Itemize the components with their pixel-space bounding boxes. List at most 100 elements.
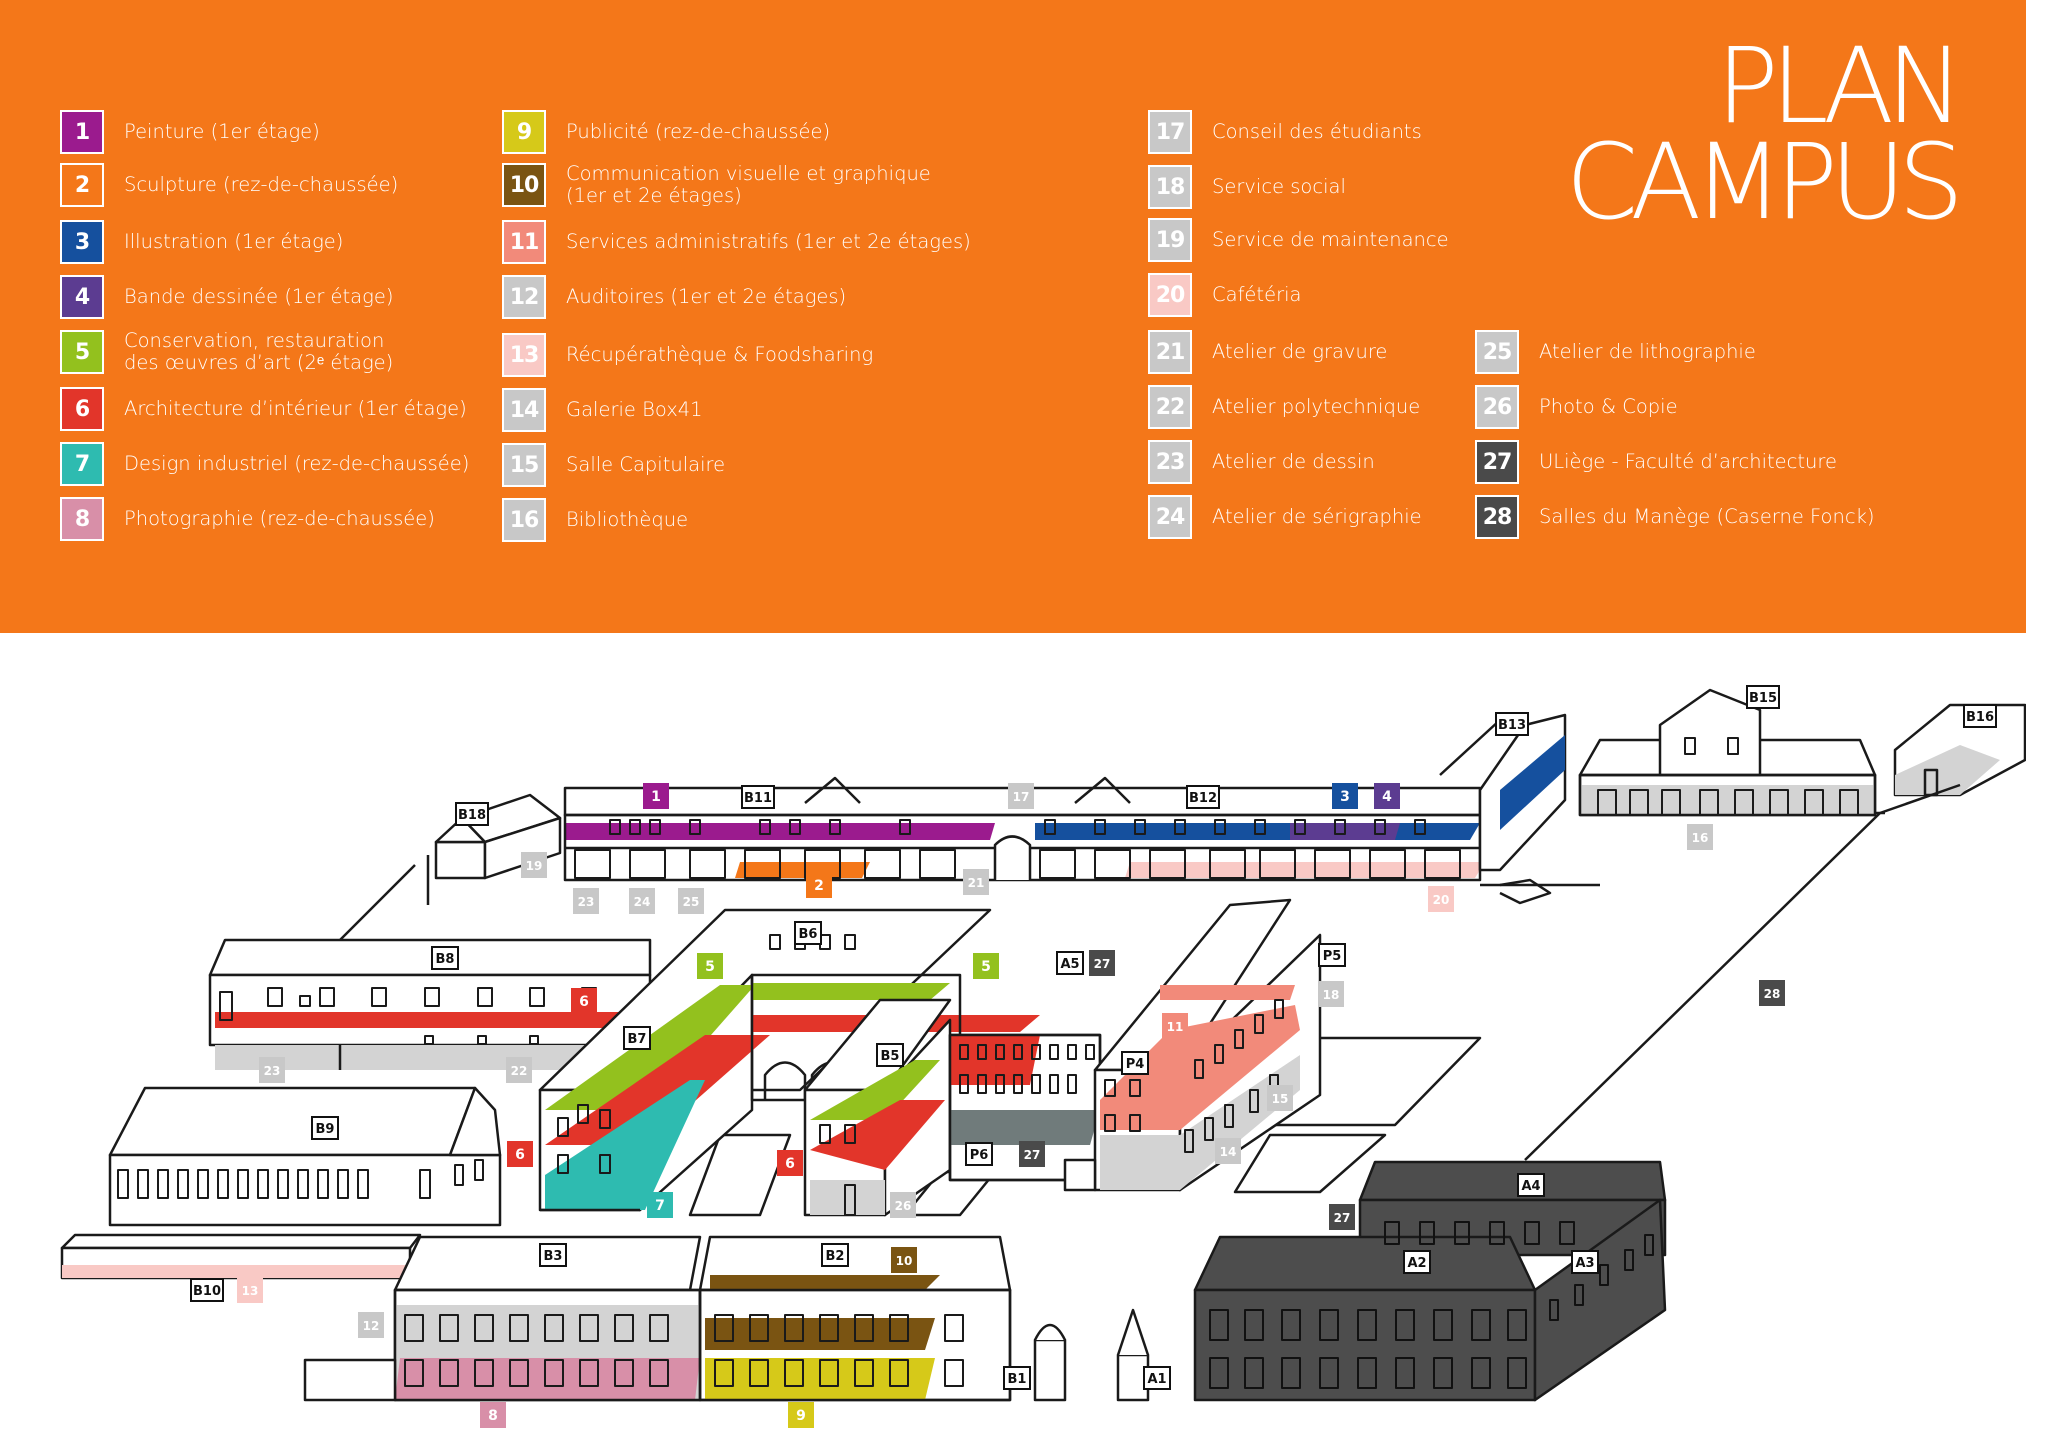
svg-text:B18: B18: [458, 808, 486, 823]
legend-label: Illustration (1er étage): [124, 230, 344, 253]
svg-text:21: 21: [968, 876, 985, 890]
svg-text:6: 6: [579, 994, 589, 1010]
legend-badge: 22: [1148, 385, 1192, 429]
svg-text:27: 27: [1334, 1211, 1351, 1225]
svg-text:22: 22: [511, 1064, 528, 1078]
legend-label: Atelier de sérigraphie: [1212, 505, 1422, 528]
svg-text:6: 6: [515, 1147, 525, 1163]
area-marker-27: 27: [1329, 1204, 1355, 1230]
legend-label: Photographie (rez-de-chaussée): [124, 507, 435, 530]
legend-badge: 28: [1475, 495, 1519, 539]
svg-text:1: 1: [651, 789, 661, 805]
svg-text:B5: B5: [881, 1049, 900, 1064]
building-b15: [1578, 688, 1877, 817]
svg-text:2: 2: [814, 878, 824, 894]
area-marker-4: 4: [1374, 783, 1400, 809]
svg-text:9: 9: [796, 1408, 806, 1424]
area-marker-18: 18: [1318, 981, 1344, 1007]
area-marker-23: 23: [573, 888, 599, 914]
building-label-b6: B6: [794, 921, 822, 945]
legend-item-28: 28 Salles du Manège (Caserne Fonck): [1475, 495, 1874, 539]
building-a-group: [1116, 1160, 1667, 1402]
legend-badge: 14: [502, 388, 546, 432]
legend-badge: 25: [1475, 330, 1519, 374]
area-marker-6: 6: [571, 988, 597, 1014]
legend-badge: 3: [60, 220, 104, 264]
building-b18: [339, 793, 562, 941]
legend-label: Atelier de lithographie: [1539, 340, 1756, 363]
legend-label: ULiège - Faculté d’architecture: [1539, 450, 1837, 473]
building-p4-p5: [1063, 898, 1322, 1192]
area-marker-13: 13: [237, 1277, 263, 1303]
svg-text:14: 14: [1220, 1145, 1237, 1159]
svg-text:7: 7: [655, 1198, 665, 1214]
title-line-1: PLAN: [1716, 25, 1964, 147]
building-b6-b7: [538, 908, 1040, 1212]
svg-text:6: 6: [785, 1156, 795, 1172]
area-marker-16: 16: [1687, 824, 1713, 850]
building-label-a4: A4: [1517, 1173, 1545, 1197]
building-b1-b2-b3: [303, 1235, 1067, 1402]
building-label-p4: P4: [1121, 1051, 1149, 1075]
svg-text:5: 5: [705, 959, 715, 975]
legend-badge: 17: [1148, 110, 1192, 154]
area-marker-21: 21: [963, 869, 989, 895]
area-marker-10: 10: [891, 1247, 917, 1273]
legend-badge: 27: [1475, 440, 1519, 484]
svg-text:18: 18: [1323, 988, 1340, 1002]
area-marker-7: 7: [647, 1192, 673, 1218]
area-marker-6: 6: [507, 1141, 533, 1167]
svg-text:P5: P5: [1323, 949, 1342, 964]
svg-text:5: 5: [981, 959, 991, 975]
svg-text:27: 27: [1094, 957, 1111, 971]
legend-label: Cafétéria: [1212, 283, 1302, 306]
svg-text:27: 27: [1024, 1148, 1041, 1162]
legend-label: Communication visuelle et graphique(1er …: [566, 162, 931, 207]
legend-label: Service de maintenance: [1212, 228, 1449, 251]
legend-badge: 18: [1148, 165, 1192, 209]
building-label-a5: A5: [1056, 951, 1084, 975]
legend-label: Galerie Box41: [566, 398, 703, 421]
legend-badge: 24: [1148, 495, 1192, 539]
legend-label: Atelier de gravure: [1212, 340, 1388, 363]
area-marker-6: 6: [777, 1150, 803, 1176]
svg-text:16: 16: [1692, 831, 1709, 845]
building-label-a1: A1: [1143, 1366, 1171, 1390]
area-marker-1: 1: [643, 783, 669, 809]
legend-label: Architecture d’intérieur (1er étage): [124, 397, 467, 420]
svg-text:8: 8: [488, 1408, 498, 1424]
svg-text:15: 15: [1272, 1092, 1289, 1106]
legend-item-25: 25 Atelier de lithographie: [1475, 330, 1756, 374]
legend-badge: 10: [502, 163, 546, 207]
area-marker-14: 14: [1215, 1138, 1241, 1164]
svg-text:A4: A4: [1521, 1179, 1540, 1194]
svg-text:19: 19: [526, 859, 543, 873]
area-marker-11: 11: [1162, 1013, 1188, 1039]
svg-text:10: 10: [896, 1254, 913, 1268]
legend-label: Photo & Copie: [1539, 395, 1678, 418]
legend-label: Bande dessinée (1er étage): [124, 285, 394, 308]
legend-label: Bibliothèque: [566, 508, 689, 531]
page-title: PLAN CAMPUS: [1566, 25, 1964, 234]
svg-text:4: 4: [1382, 789, 1392, 805]
svg-text:13: 13: [242, 1284, 259, 1298]
legend-badge: 8: [60, 497, 104, 541]
legend-label: Salles du Manège (Caserne Fonck): [1539, 505, 1875, 528]
area-marker-27: 27: [1019, 1141, 1045, 1167]
svg-text:B2: B2: [826, 1249, 845, 1264]
area-marker-5: 5: [697, 953, 723, 979]
svg-text:20: 20: [1433, 893, 1450, 907]
area-marker-9: 9: [788, 1402, 814, 1428]
legend-badge: 4: [60, 275, 104, 319]
svg-text:23: 23: [578, 895, 595, 909]
area-marker-23: 23: [259, 1057, 285, 1083]
building-label-b13: B13: [1495, 712, 1529, 736]
